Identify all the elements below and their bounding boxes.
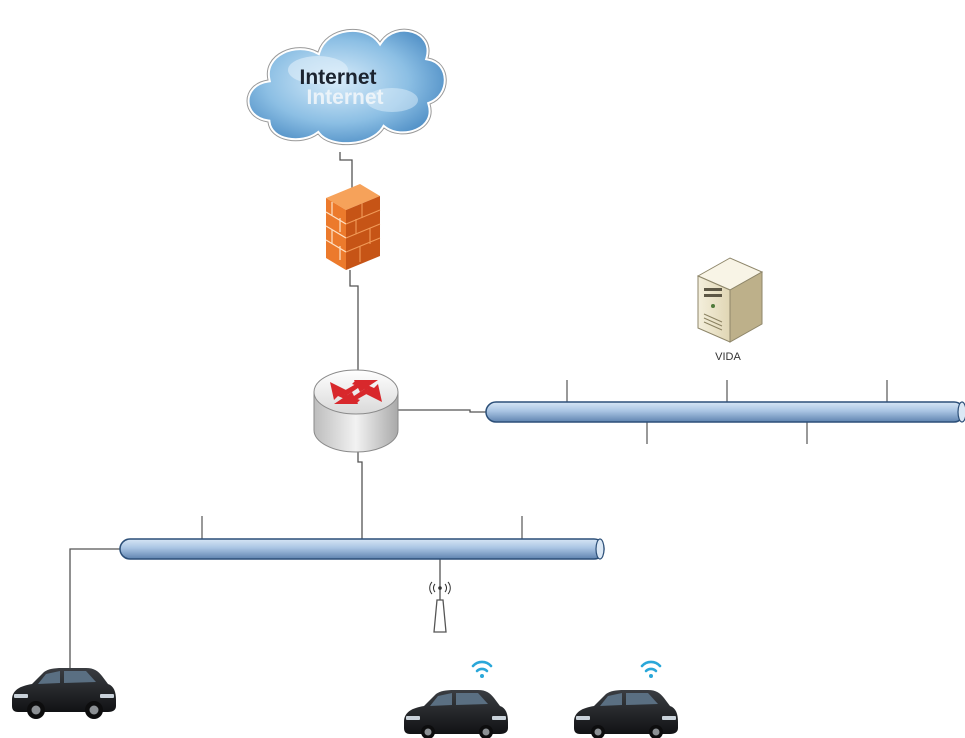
firewall xyxy=(325,184,381,270)
wifi-icon xyxy=(640,660,662,678)
link-bus-left-car xyxy=(69,548,122,676)
cloud-label-shadow: Internet xyxy=(306,86,383,109)
wifi-icon xyxy=(471,660,493,678)
router xyxy=(313,369,399,453)
cloud-label: Internet xyxy=(299,66,376,89)
wireless-access-point-icon xyxy=(429,581,451,633)
car-wireless-1 xyxy=(404,660,508,738)
car-wired xyxy=(12,668,116,719)
server-label: VIDA xyxy=(715,351,741,363)
link-router-bus-right xyxy=(398,409,488,413)
server: VIDA xyxy=(696,257,764,363)
firewall-icon xyxy=(325,184,381,270)
wireless-access-point xyxy=(429,581,451,633)
car-icon xyxy=(574,690,678,738)
network-bus-right xyxy=(485,380,965,444)
link-cloud-firewall xyxy=(339,152,353,190)
car-icon xyxy=(404,690,508,738)
car-wireless-2 xyxy=(574,660,678,738)
server-icon xyxy=(696,257,764,343)
car-icon xyxy=(12,668,116,719)
network-bus-left xyxy=(119,516,605,560)
router-icon xyxy=(313,369,399,453)
link-firewall-router xyxy=(349,270,359,372)
link-lines xyxy=(69,152,488,676)
link-router-bus-left xyxy=(357,450,363,540)
internet-cloud: Internet Internet xyxy=(244,26,449,148)
